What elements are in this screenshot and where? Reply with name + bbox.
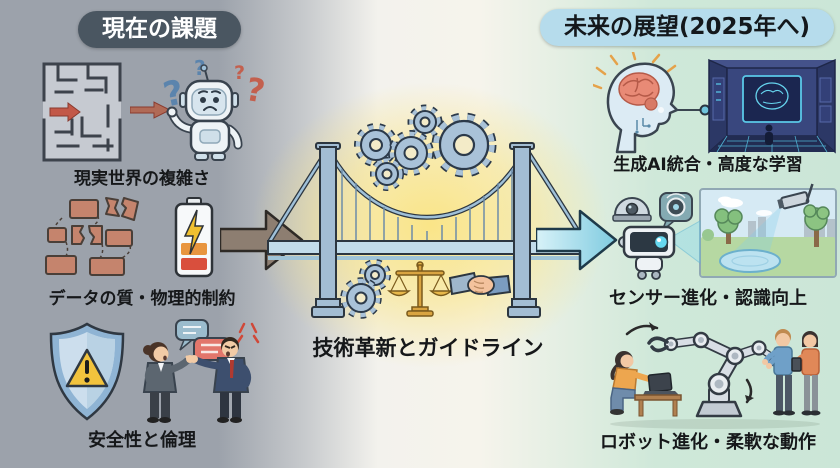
warning-shield-icon <box>49 322 125 421</box>
laptop-icon <box>643 391 679 395</box>
low-battery-icon <box>174 197 214 278</box>
work-table <box>634 372 682 417</box>
speech-bubble-icons <box>175 319 231 371</box>
future-item-3-illustration <box>610 322 821 429</box>
dome-camera-icon <box>612 197 652 222</box>
laptop-icon <box>647 372 673 393</box>
gears-icon <box>340 104 497 319</box>
question-mark-icon: ? <box>194 56 206 80</box>
challenge-label-2: データの質・物理的制約 <box>48 289 236 309</box>
engineer-man-icon <box>762 329 795 416</box>
anger-mark-icon <box>236 322 260 344</box>
challenge-label-3: 安全性と倫理 <box>88 430 196 451</box>
current-challenges-title: 現在の課題 <box>78 11 241 48</box>
motion-arrows-icon <box>625 322 754 404</box>
camera-bubble-icon <box>659 192 693 232</box>
woman-figure <box>142 342 194 423</box>
arguing-people-icon <box>142 319 260 423</box>
challenge-label-1: 現実世界の複雑さ <box>74 169 210 189</box>
man-figure <box>185 337 252 423</box>
future-label-1: 生成AI統合・高度な学習 <box>613 155 803 175</box>
vision-robot-icon <box>618 220 701 280</box>
cctv-camera-icon <box>777 183 814 210</box>
rays-icon <box>593 52 677 90</box>
simulation-room-icon <box>708 58 836 154</box>
red-arrow-icon <box>49 102 81 122</box>
broken-data-blocks-icon <box>45 197 139 276</box>
future-item-1-illustration <box>593 52 836 154</box>
handshake-icon <box>448 271 512 297</box>
scales-icon <box>387 261 453 317</box>
bridge-icon <box>267 104 587 319</box>
suspender-cables <box>341 169 513 241</box>
maze-icon <box>42 62 122 162</box>
future-label-2: センサー進化・認識向上 <box>609 288 807 309</box>
center-label: 技術革新とガイドライン <box>312 336 544 360</box>
red-arrow-icon <box>130 101 170 119</box>
gripper-claw-icon <box>647 336 669 353</box>
park-scene-icon <box>699 183 837 278</box>
brain-head-icon <box>606 62 679 154</box>
tablet-icon <box>791 357 802 372</box>
lightning-bolt-icon <box>183 209 205 255</box>
transition-arrow-right <box>536 209 618 271</box>
confused-robot-icon: ? ? ? ? <box>160 56 268 161</box>
future-label-3: ロボット進化・柔軟な動作 <box>600 432 816 453</box>
observer-woman-icon <box>791 331 821 416</box>
future-item-2-illustration <box>612 183 837 280</box>
future-outlook-title: 未来の展望(2025年へ) <box>540 9 835 46</box>
question-mark-icon: ? <box>234 62 245 84</box>
bridge-towers <box>311 142 541 318</box>
